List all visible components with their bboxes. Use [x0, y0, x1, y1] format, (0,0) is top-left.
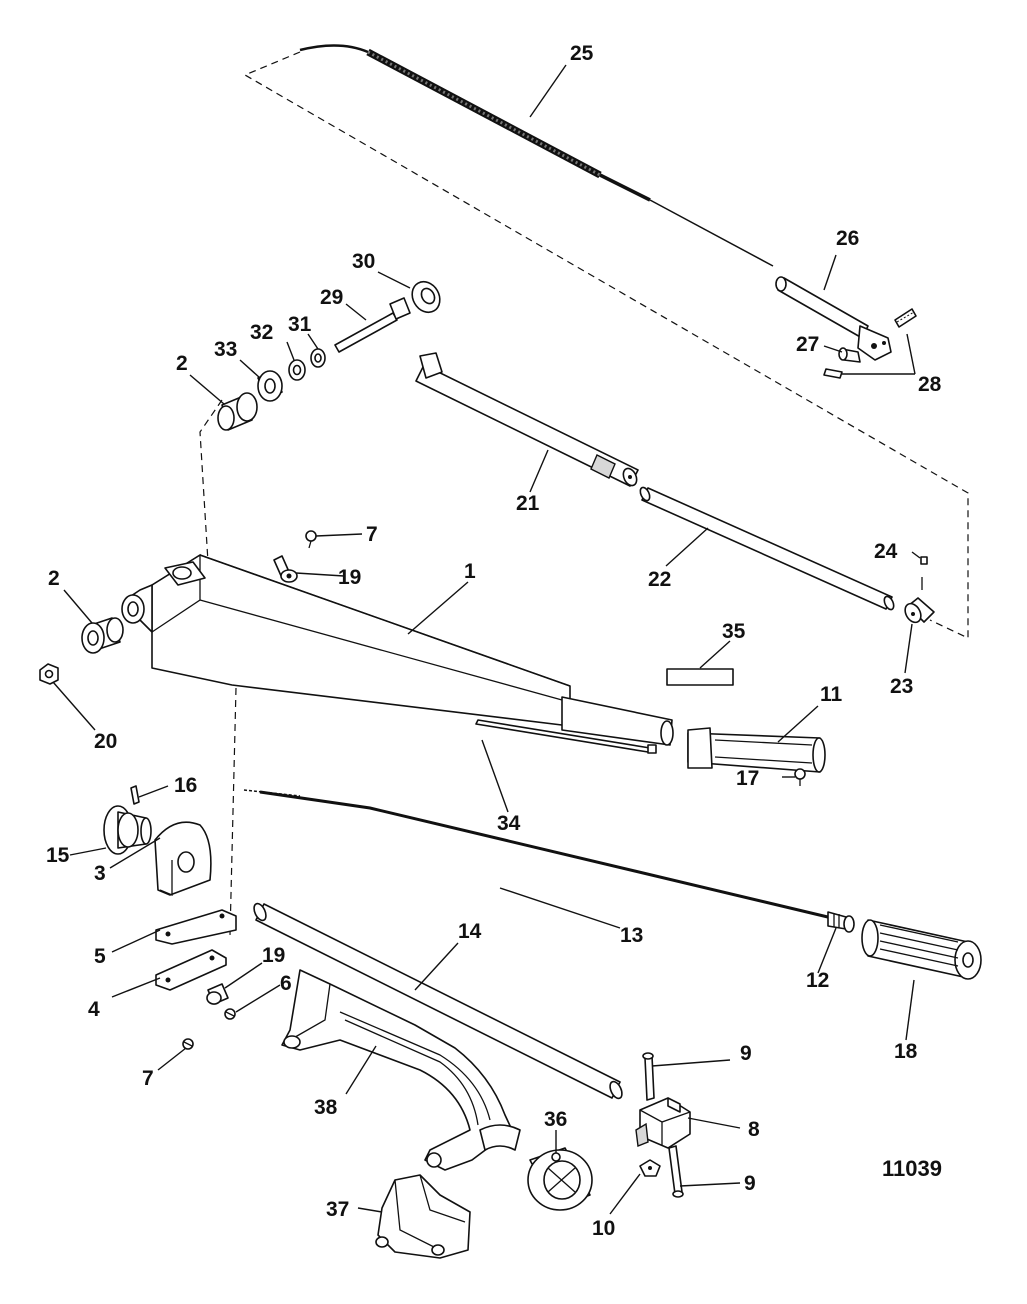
bushing-flanged [257, 370, 283, 402]
bolt-upper [642, 1052, 655, 1101]
callout-22: 22 [648, 568, 671, 591]
screw-grip [794, 768, 806, 786]
callout-12: 12 [806, 969, 829, 992]
callout-13: 13 [620, 924, 643, 947]
callout-21: 21 [516, 492, 540, 515]
callout-23: 23 [890, 675, 913, 698]
clip-upper [273, 555, 298, 583]
coupler [904, 597, 935, 624]
callout-labels: 25 26 27 28 30 29 31 32 33 2 21 22 24 23… [46, 42, 942, 1240]
decal [666, 668, 734, 686]
tiller-arm [121, 553, 674, 746]
callout-11: 11 [820, 683, 843, 706]
plate-lower [155, 949, 227, 991]
callout-14: 14 [458, 920, 482, 943]
rod [253, 902, 623, 1100]
callout-19-lower: 19 [262, 944, 285, 967]
throttle-grip-sleeve [687, 727, 826, 773]
callout-5: 5 [94, 945, 106, 968]
callout-28: 28 [918, 373, 942, 396]
clip-lower [206, 983, 229, 1005]
callout-7-lower: 7 [142, 1067, 154, 1090]
flex-cable [299, 44, 774, 267]
pulley [103, 805, 152, 855]
washer-small [310, 348, 326, 368]
wing-nut [639, 1159, 661, 1177]
bracket [154, 821, 212, 896]
throttle-cable [243, 789, 833, 920]
callout-34: 34 [497, 812, 521, 835]
clamp-block [635, 1097, 691, 1149]
callout-25: 25 [570, 42, 594, 65]
shaft [639, 486, 895, 611]
washer [288, 359, 306, 381]
pivot-bolt [334, 297, 411, 353]
callout-20: 20 [94, 730, 117, 753]
callout-15: 15 [46, 844, 70, 867]
cable-tie [475, 719, 657, 754]
callout-33: 33 [214, 338, 237, 361]
barrel [838, 347, 861, 363]
cover-lower [375, 1174, 471, 1259]
callout-7-upper: 7 [366, 523, 378, 546]
assembly-lines [199, 51, 969, 936]
callout-19-upper: 19 [338, 566, 361, 589]
nut [39, 663, 59, 685]
screws [823, 308, 917, 379]
callout-1: 1 [464, 560, 476, 583]
callout-6: 6 [280, 972, 292, 995]
lever [775, 276, 892, 361]
callout-18: 18 [894, 1040, 918, 1063]
callout-9-lower: 9 [744, 1172, 756, 1195]
callout-30: 30 [352, 250, 375, 273]
callout-37: 37 [326, 1198, 349, 1221]
callout-17: 17 [736, 767, 759, 790]
callout-36: 36 [544, 1108, 567, 1131]
cable-end-fitting [827, 911, 855, 933]
callout-35: 35 [722, 620, 746, 643]
callout-9-upper: 9 [740, 1042, 752, 1065]
callout-2-upper: 2 [176, 352, 188, 375]
callout-26: 26 [836, 227, 859, 250]
figure-number: 11039 [882, 1156, 942, 1181]
callout-3: 3 [94, 862, 106, 885]
set-screw [920, 556, 928, 590]
screw-upper [305, 530, 317, 549]
grip [861, 919, 982, 980]
leader-lines [52, 64, 921, 1215]
screw [224, 1008, 236, 1020]
cover-upper [281, 969, 521, 1171]
callout-16: 16 [174, 774, 197, 797]
callout-27: 27 [796, 333, 819, 356]
plate-upper [155, 909, 237, 945]
collar [527, 1147, 593, 1211]
callout-32: 32 [250, 321, 273, 344]
screw-lower [182, 1038, 194, 1050]
callout-2-lower: 2 [48, 567, 60, 590]
callout-24: 24 [874, 540, 898, 563]
callout-4: 4 [88, 998, 100, 1021]
callout-8: 8 [748, 1118, 760, 1141]
callout-31: 31 [288, 313, 312, 336]
shaft-tube [415, 352, 639, 487]
bolt-lower [668, 1145, 684, 1198]
bushing-upper [217, 392, 258, 431]
pin [130, 785, 140, 805]
bushing-lower [81, 617, 124, 654]
locknut [411, 280, 441, 314]
callout-10: 10 [592, 1217, 615, 1240]
callout-29: 29 [320, 286, 343, 309]
callout-38: 38 [314, 1096, 338, 1119]
